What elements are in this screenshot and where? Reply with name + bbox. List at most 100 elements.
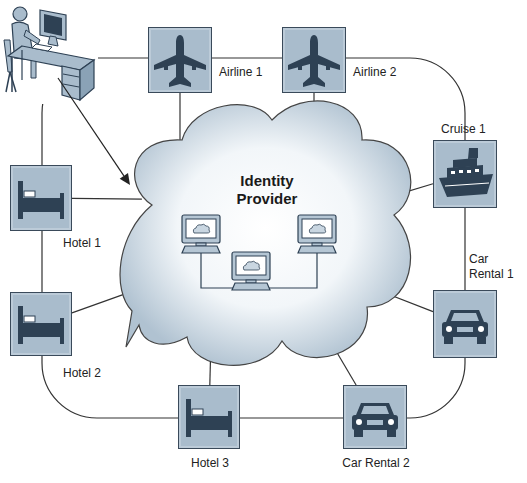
server-network (298, 215, 336, 253)
ship-icon (445, 183, 489, 186)
car-rental-node: Car Rental 2 (343, 385, 407, 449)
ship-icon (453, 158, 477, 168)
bed-icon (228, 411, 232, 437)
user-at-desk (0, 0, 98, 104)
user-at-desk (24, 30, 40, 44)
federation-ring (42, 58, 465, 418)
bed-icon (186, 399, 191, 437)
bed-icon (60, 193, 64, 219)
car-icon (442, 310, 488, 344)
node-label: Car Rental 2 (334, 456, 418, 471)
user-at-desk (6, 72, 10, 92)
ship-icon (475, 169, 479, 172)
user-arrow (120, 173, 130, 185)
hotel-node: Hotel 2 (10, 292, 72, 356)
ship-icon (439, 174, 493, 197)
cruise-node: Cruise 1 (433, 140, 497, 208)
server-network (182, 215, 336, 290)
bed-icon (18, 181, 23, 219)
ship-icon (439, 148, 493, 197)
server-network (268, 253, 317, 288)
node-label: Hotel 2 (63, 366, 101, 381)
car-icon (451, 313, 479, 321)
ship-icon (447, 165, 483, 178)
bed-icon (60, 318, 64, 344)
bed-icon (18, 306, 64, 344)
ship-icon (467, 170, 471, 173)
user-at-desk (8, 46, 94, 70)
user-at-desk (11, 57, 13, 92)
connector-line (72, 198, 142, 200)
car-icon (352, 415, 398, 430)
user-at-desk (32, 44, 52, 51)
car-icon (387, 430, 396, 437)
server-network (232, 252, 270, 290)
bed-icon (23, 333, 64, 337)
bed-icon (191, 416, 228, 426)
bed-icon (191, 426, 232, 430)
bed-icon (23, 323, 60, 333)
user-at-desk (44, 14, 62, 36)
node-label: Hotel 1 (63, 236, 101, 251)
car-icon (477, 337, 486, 344)
car-icon (446, 310, 484, 322)
connector-line (179, 93, 180, 144)
cloud-title: Identity Provider (217, 172, 317, 208)
car-rental-node: Car Rental 1 (433, 290, 497, 358)
user-at-desk (63, 74, 79, 77)
identity-provider-cloud: Identity Provider (112, 85, 422, 378)
car-icon (361, 406, 389, 414)
car-icon (354, 430, 363, 437)
airplane-icon (164, 63, 168, 70)
ship-icon (459, 170, 463, 173)
car-icon (478, 326, 484, 332)
node-label: Cruise 1 (441, 122, 486, 137)
bed-icon (192, 409, 203, 415)
hotel-node: Hotel 1 (10, 165, 72, 231)
user-at-desk (40, 10, 66, 40)
node-label: Car Rental 1 (469, 252, 515, 282)
bed-icon (18, 306, 23, 344)
airline-node: Airline 1 (148, 27, 212, 93)
node-label: Airline 1 (219, 65, 262, 80)
car-icon (442, 322, 488, 337)
bed-icon (18, 181, 64, 219)
user-arrow (58, 78, 130, 185)
car-icon (444, 337, 453, 344)
car-icon (388, 419, 394, 425)
bed-icon (186, 399, 232, 437)
user-at-desk (21, 50, 22, 80)
bed-icon (24, 191, 35, 197)
ship-icon (468, 148, 478, 159)
user-at-desk (0, 0, 98, 104)
cloud-outline (112, 85, 422, 378)
car-icon (446, 326, 452, 332)
airplane-icon (192, 63, 196, 70)
user-at-desk (10, 72, 16, 92)
car-icon (457, 327, 473, 332)
hotel-node: Hotel 3 (178, 385, 240, 449)
user-at-desk (62, 66, 80, 100)
user-at-desk (63, 84, 79, 87)
airplane-icon (288, 35, 340, 87)
server-network (182, 215, 220, 253)
server-network (201, 253, 234, 288)
car-icon (356, 419, 362, 425)
airplane-icon (154, 35, 206, 87)
airplane-icon (154, 35, 206, 87)
car-icon (352, 403, 398, 437)
car-icon (367, 420, 383, 425)
airplane-icon (298, 63, 302, 70)
car-icon (356, 403, 394, 415)
bed-icon (24, 316, 35, 322)
ship-icon (451, 171, 455, 174)
node-label: Airline 2 (353, 65, 396, 80)
user-at-desk (13, 7, 27, 21)
airplane-icon (288, 35, 340, 87)
user-at-desk (48, 36, 58, 46)
node-label: Hotel 3 (169, 456, 251, 471)
airplane-icon (326, 63, 330, 70)
